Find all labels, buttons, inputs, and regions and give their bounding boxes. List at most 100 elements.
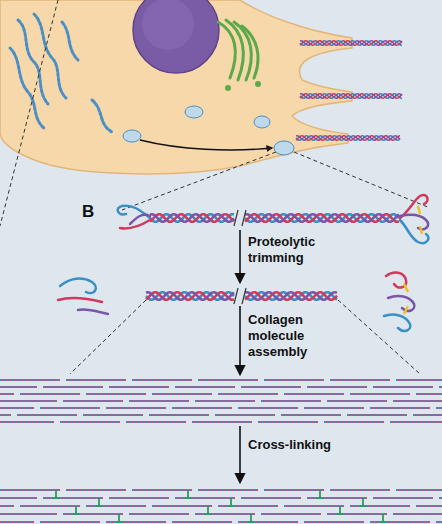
c-propeptide xyxy=(400,220,428,243)
collagen-molecule xyxy=(66,379,126,381)
collagen-strand xyxy=(245,214,399,222)
cross-link xyxy=(317,490,323,498)
collagen-molecule xyxy=(172,521,232,523)
step-arrows xyxy=(239,230,241,482)
collagen-molecule xyxy=(43,386,103,388)
collagen-molecule xyxy=(152,505,212,507)
collagen-molecule xyxy=(63,513,123,515)
collagen-molecule xyxy=(172,407,232,409)
collagen-molecule xyxy=(86,505,146,507)
collagen-molecule xyxy=(172,407,232,409)
collagen-molecule xyxy=(129,513,189,515)
collagen-molecule xyxy=(373,386,433,388)
collagen-molecule xyxy=(17,414,77,416)
collagen-molecule xyxy=(238,407,298,409)
collagen-strand xyxy=(245,292,337,300)
collagen-molecule xyxy=(413,414,442,416)
collagen-molecule xyxy=(63,400,123,402)
collagen-molecule xyxy=(0,393,14,395)
disulfide-bond xyxy=(420,226,422,234)
collagen-molecule xyxy=(66,379,126,381)
collagen-molecule xyxy=(324,421,384,423)
nucleus xyxy=(133,0,219,73)
step-label: Cross-linking xyxy=(248,437,368,453)
collagen-molecule xyxy=(327,513,387,515)
collagen-fibril xyxy=(0,380,442,422)
collagen-molecule xyxy=(304,521,364,523)
step-label: Collagen molecule assembly xyxy=(248,312,326,360)
collagen-molecule xyxy=(152,393,212,395)
collagen-molecule xyxy=(370,407,430,409)
collagen-molecule xyxy=(393,513,442,515)
collagen-molecule xyxy=(284,393,344,395)
collagen-molecule xyxy=(370,521,430,523)
collagen-molecule xyxy=(307,497,367,499)
collagen-molecule xyxy=(327,400,387,402)
collagen-molecule xyxy=(109,386,169,388)
collagen-molecule xyxy=(264,379,324,381)
collagen-molecule xyxy=(86,393,146,395)
collagen-molecule xyxy=(0,497,37,499)
collagen-molecule xyxy=(0,386,37,388)
collagen-molecule xyxy=(218,505,278,507)
collagen-molecule xyxy=(218,393,278,395)
collagen-molecule xyxy=(0,414,11,416)
break-mark xyxy=(234,210,246,226)
collagen-strand xyxy=(300,41,402,46)
cross-link xyxy=(185,490,191,498)
collagen-molecule xyxy=(129,513,189,515)
collagen-molecule xyxy=(175,497,235,499)
collagen-molecule xyxy=(238,521,298,523)
disulfide-bonds xyxy=(418,206,422,234)
collagen-molecule xyxy=(350,505,410,507)
collagen-helix xyxy=(146,292,234,300)
secretory-vesicles xyxy=(123,106,294,155)
collagen-molecule xyxy=(324,421,384,423)
collagen-molecule xyxy=(307,386,367,388)
collagen-molecule xyxy=(281,414,341,416)
collagen-molecule xyxy=(40,521,100,523)
released-propeptide xyxy=(386,273,406,288)
collagen-strand xyxy=(150,214,234,222)
collagen-molecule xyxy=(20,393,80,395)
collagen-molecule xyxy=(63,400,123,402)
nucleus-texture xyxy=(142,0,194,50)
collagen-molecule xyxy=(436,407,442,409)
collagen-molecule xyxy=(20,505,80,507)
collagen-molecule xyxy=(241,497,301,499)
collagen-molecule xyxy=(218,505,278,507)
collagen-molecule xyxy=(241,386,301,388)
collagen-molecule xyxy=(152,393,212,395)
collagen-strand xyxy=(150,214,234,222)
collagen-molecule xyxy=(436,521,442,523)
n-propeptide xyxy=(118,206,150,218)
zoom-lines xyxy=(0,0,430,374)
collagen-molecule xyxy=(307,497,367,499)
cross-linked-fibril xyxy=(0,490,442,522)
collagen-molecule xyxy=(172,521,232,523)
collagen-molecule xyxy=(198,379,258,381)
cross-links xyxy=(53,490,442,522)
break-line xyxy=(242,210,246,226)
collagen-molecule xyxy=(261,513,321,515)
collagen-strand xyxy=(245,292,337,300)
collagen-molecule xyxy=(0,497,37,499)
collagen-molecule xyxy=(0,513,57,515)
collagen-molecule xyxy=(330,489,390,491)
collagen-molecule xyxy=(40,521,100,523)
collagen-molecule xyxy=(40,407,100,409)
cross-link xyxy=(228,498,234,506)
collagen-molecule xyxy=(132,379,192,381)
collagen-molecule xyxy=(258,421,318,423)
collagen-strand xyxy=(300,94,402,99)
collagen-molecule xyxy=(390,421,442,423)
collagen-molecule xyxy=(307,386,367,388)
collagen-molecule xyxy=(132,489,192,491)
collagen-molecule xyxy=(86,505,146,507)
collagen-molecule xyxy=(195,400,255,402)
collagen-molecule xyxy=(106,521,166,523)
break-line xyxy=(234,288,238,304)
collagen-molecule xyxy=(83,414,143,416)
collagen-molecule xyxy=(0,393,14,395)
